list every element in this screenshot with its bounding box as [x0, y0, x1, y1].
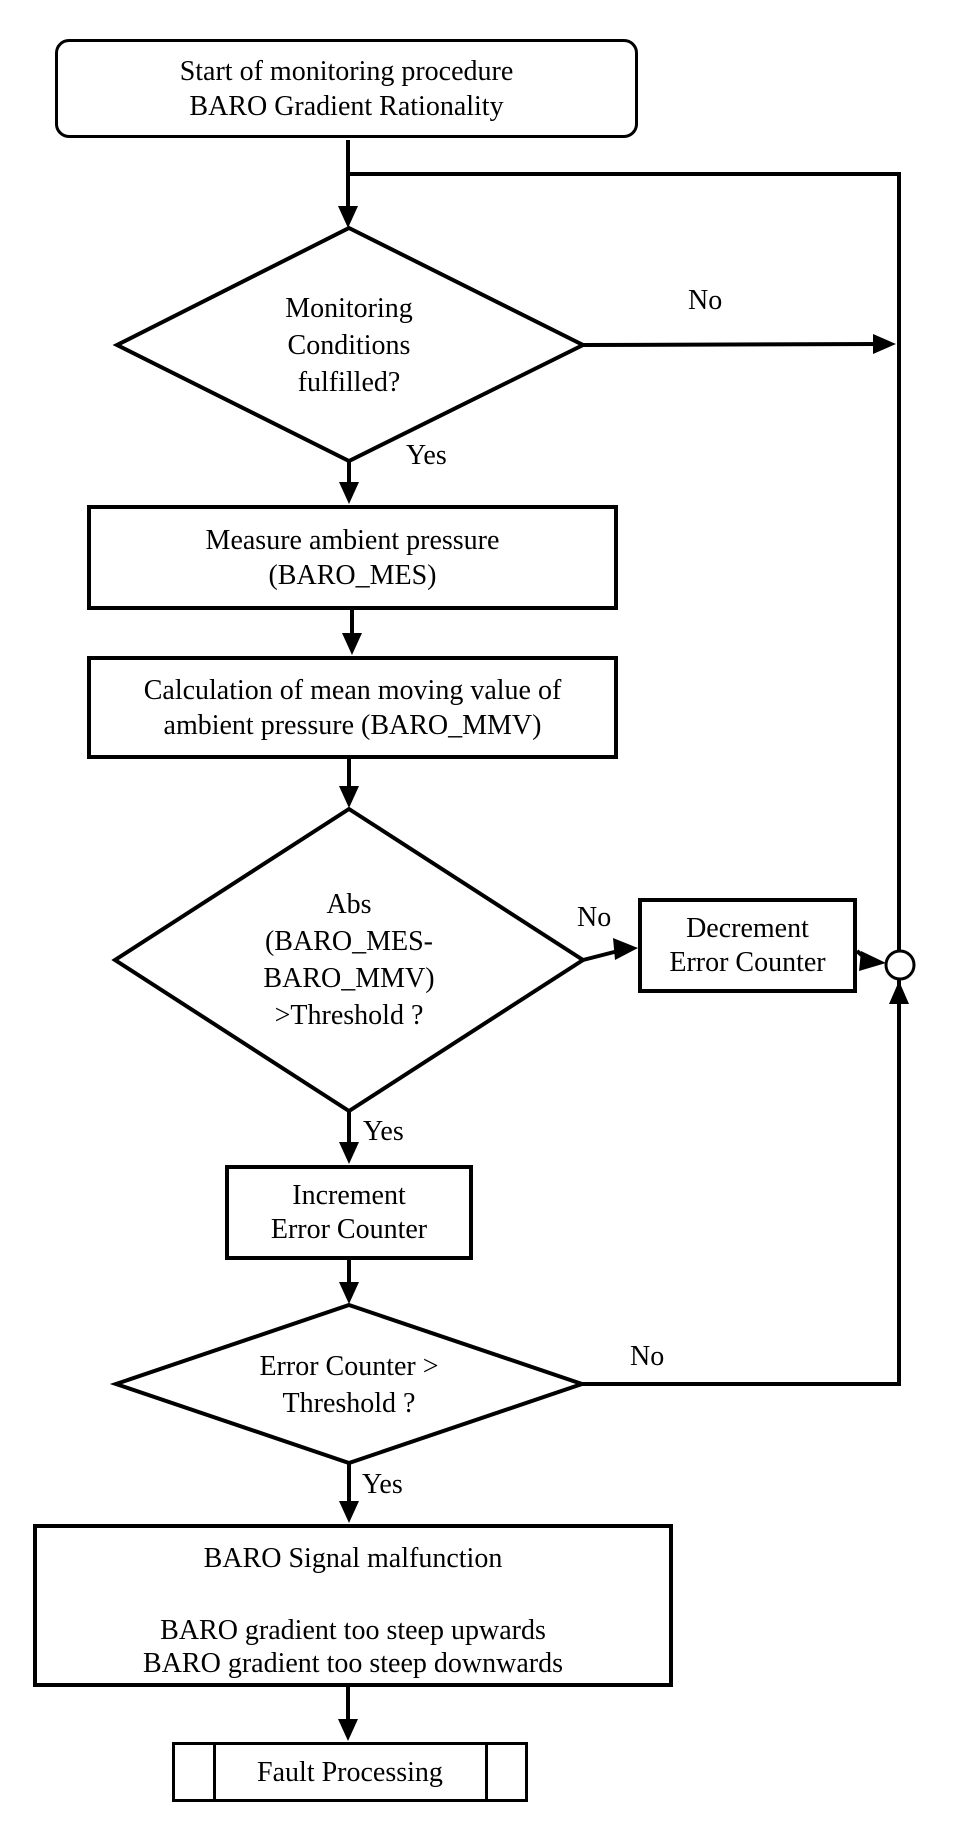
decision-text-line: Threshold ?: [282, 1387, 416, 1419]
decision-abs-diamond: [111, 806, 587, 1114]
arrowhead-into-merge-circle: [859, 951, 886, 971]
arrowhead-into-decision1: [338, 206, 358, 228]
no-label-1: No: [688, 285, 723, 316]
decision-error-counter-label: Error Counter > Threshold ?: [174, 1326, 524, 1443]
feedback-loop-line: [348, 172, 901, 1386]
predefined-fault-processing: Fault Processing: [172, 1742, 528, 1802]
arrowhead-into-measure: [339, 482, 359, 504]
fault-processing-label: Fault Processing: [257, 1756, 443, 1788]
arrowhead-up-into-merge-circle: [889, 981, 909, 1004]
malfunction-title: BARO Signal malfunction: [203, 1543, 503, 1574]
decision-text-line: BARO_MMV): [263, 963, 435, 994]
arrowhead-no1-into-feedback: [873, 334, 896, 354]
process-text-line: ambient pressure (BARO_MMV): [163, 709, 542, 741]
malfunction-detail-line: BARO gradient too steep upwards: [160, 1615, 546, 1646]
merge-connector-circle: [884, 949, 916, 981]
decision-text-line: Conditions: [287, 329, 411, 361]
decision-text-line: Abs: [326, 889, 372, 920]
process-signal-malfunction: BARO Signal malfunction BARO gradient to…: [33, 1524, 673, 1687]
arrowhead-into-decision3: [339, 1282, 359, 1304]
start-node-line: Start of monitoring procedure: [179, 55, 514, 87]
no-label-2: No: [577, 902, 612, 933]
yes-label-3: Yes: [362, 1469, 403, 1500]
process-text-line: Error Counter: [270, 1213, 428, 1245]
arrowhead-into-calc: [342, 633, 362, 655]
process-text-line: Measure ambient pressure: [205, 524, 500, 556]
arrowhead-into-fault: [338, 1719, 358, 1741]
process-text-line: Increment: [292, 1179, 406, 1211]
decision-abs-label: Abs (BARO_MES- BARO_MMV) >Threshold ?: [199, 855, 499, 1065]
process-measure-pressure: Measure ambient pressure (BARO_MES): [87, 505, 618, 610]
process-text-line: Calculation of mean moving value of: [143, 674, 562, 706]
yes-label-2: Yes: [363, 1116, 404, 1147]
decision-error-counter-diamond: [109, 1302, 589, 1466]
process-text-line: Decrement: [686, 912, 809, 944]
decision-text-line: Monitoring: [285, 292, 413, 324]
decision-text-line: fulfilled?: [297, 366, 401, 398]
no-label-3: No: [630, 1341, 665, 1372]
process-text-line: Error Counter: [669, 946, 826, 978]
arrowhead-into-decrement: [613, 938, 638, 960]
process-text-line: (BARO_MES): [268, 559, 437, 591]
decision-text-line: (BARO_MES-: [264, 926, 433, 957]
start-node-line: BARO Gradient Rationality: [189, 90, 504, 122]
arrowhead-into-increment: [339, 1142, 359, 1164]
flow-line-decision1-no: [582, 342, 879, 347]
predefined-process-left-bar: [213, 1745, 216, 1799]
predefined-process-right-bar: [485, 1745, 488, 1799]
yes-label-1: Yes: [406, 440, 447, 471]
malfunction-detail-line: BARO gradient too steep downwards: [143, 1648, 563, 1679]
process-decrement-counter: Decrement Error Counter: [638, 898, 857, 993]
process-increment-counter: Increment Error Counter: [225, 1165, 473, 1260]
start-node: Start of monitoring procedure BARO Gradi…: [55, 39, 638, 138]
decision-monitoring-label: Monitoring Conditions fulfilled?: [199, 255, 499, 435]
decision-text-line: >Threshold ?: [274, 1000, 424, 1031]
arrowhead-into-decision2: [339, 786, 359, 808]
arrowhead-into-malfunction: [339, 1501, 359, 1523]
decision-monitoring-diamond: [112, 225, 588, 464]
process-calc-mmv: Calculation of mean moving value of ambi…: [87, 656, 618, 759]
decision-text-line: Error Counter >: [259, 1350, 439, 1382]
